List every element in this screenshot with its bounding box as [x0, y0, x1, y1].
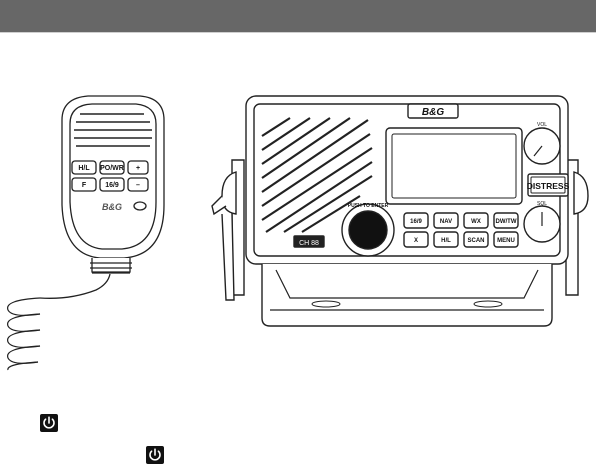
- ch16-label: 16/9: [410, 219, 422, 225]
- wx-button[interactable]: [463, 212, 489, 229]
- handset-power-button[interactable]: [99, 160, 125, 175]
- handset-func-button[interactable]: [71, 177, 97, 192]
- distress-label: DISTRESS: [527, 181, 570, 191]
- section-header-bar: [0, 0, 596, 32]
- handset-power-label: PO/WR: [100, 165, 124, 172]
- nav-label: NAV: [440, 219, 452, 225]
- radio-logo-plate: [407, 103, 459, 119]
- distress-button[interactable]: [527, 173, 569, 197]
- handset-down-button[interactable]: [127, 177, 149, 192]
- handset-up-button[interactable]: [127, 160, 149, 175]
- vhf-radio: [211, 95, 589, 327]
- radio-lcd-display: [385, 127, 523, 205]
- push-to-enter-label: PUSH TO ENTER: [348, 203, 389, 209]
- hi-lo-button[interactable]: [433, 231, 459, 248]
- scan-label: SCAN: [467, 238, 484, 244]
- handset-hl-label: H/L: [78, 165, 90, 172]
- handset-ch16-button[interactable]: [99, 177, 125, 192]
- nav-button[interactable]: [433, 212, 459, 229]
- scan-button[interactable]: [463, 231, 489, 248]
- hi-lo-label: H/L: [441, 238, 451, 244]
- power-icon: [146, 446, 164, 464]
- clear-button[interactable]: [403, 231, 429, 248]
- handset-grille: [74, 113, 152, 147]
- handset-microphone: [7, 95, 165, 371]
- handset-down-label: –: [136, 182, 140, 189]
- wx-label: WX: [471, 219, 481, 225]
- channel-badge: [293, 235, 325, 248]
- handset-func-label: F: [82, 182, 87, 189]
- clear-label: X: [414, 238, 418, 244]
- channel-badge-text: CH 88: [299, 240, 319, 247]
- squelch-label: SQL: [537, 201, 547, 207]
- dual-watch-button[interactable]: [493, 212, 519, 229]
- menu-label: MENU: [497, 238, 515, 244]
- power-icon: [40, 414, 58, 432]
- menu-button[interactable]: [493, 231, 519, 248]
- handset-ch16-label: 16/9: [105, 182, 119, 189]
- handset-logo: B&G: [102, 202, 122, 212]
- radio-speaker-grille: [261, 117, 373, 233]
- handset-button-labels: H/L PO/WR + F 16/9 – B&G: [78, 165, 140, 212]
- radio-logo: B&G: [422, 107, 444, 118]
- rotary-push-knob[interactable]: [348, 210, 388, 250]
- handset-hl-button[interactable]: [71, 160, 97, 175]
- volume-label: VOL: [537, 122, 547, 128]
- handset-up-label: +: [136, 165, 140, 172]
- ch16-button[interactable]: [403, 212, 429, 229]
- radio-labels: B&G VOL DISTRESS SQL PUSH TO ENTER 16/9 …: [299, 107, 570, 247]
- dual-watch-label: DW/TW: [496, 219, 517, 225]
- header-divider: [0, 32, 596, 33]
